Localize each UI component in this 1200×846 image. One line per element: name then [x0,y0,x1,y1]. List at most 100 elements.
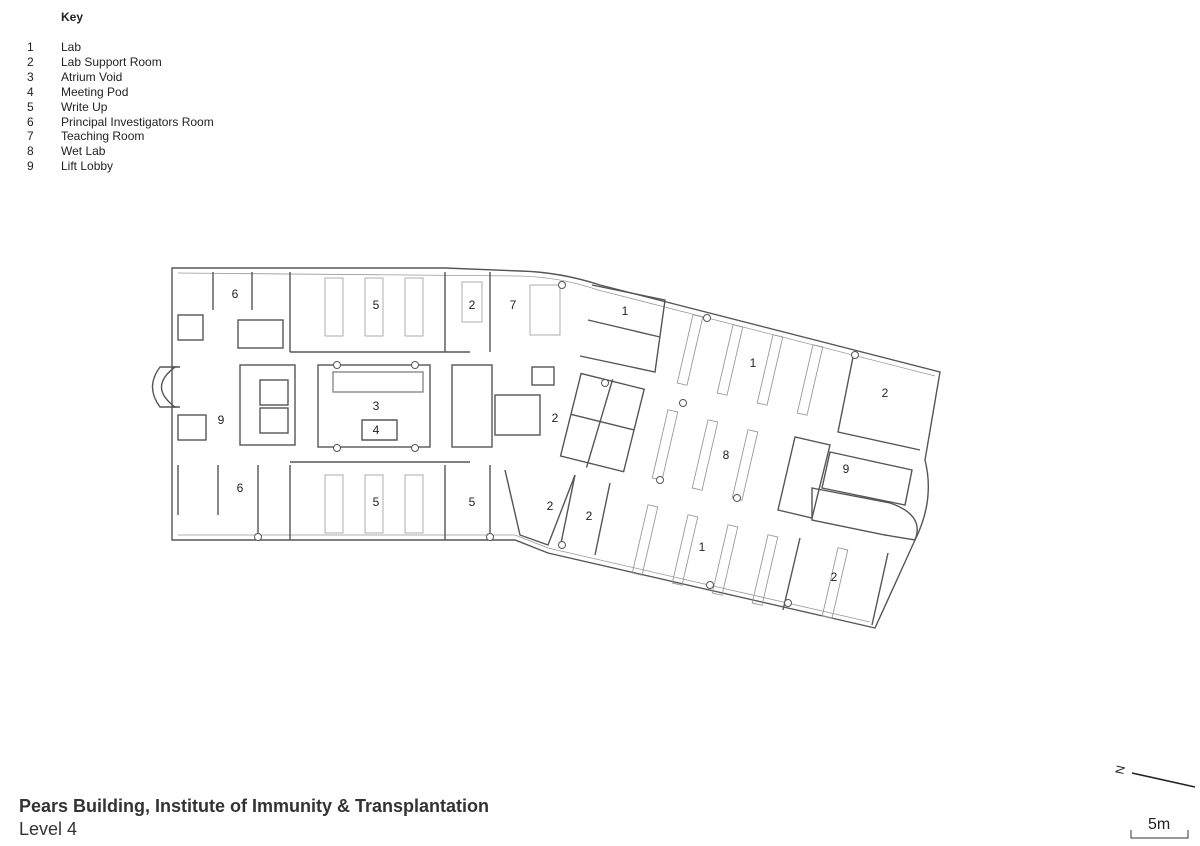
lift-lobby-east-core [821,451,913,506]
west-lobby-room [177,414,207,441]
key-label: Write Up [61,99,108,114]
office-cluster-divider [570,413,635,431]
north-arrow-line [1131,772,1196,788]
column [558,541,566,549]
room-label: 2 [552,411,559,425]
room-label: 1 [699,540,706,554]
desk-block [404,277,424,337]
column [784,599,792,607]
lab-support-room-se [504,469,576,546]
room-label: 3 [373,399,380,413]
key-title: Key [61,10,84,24]
key-number: 8 [27,144,34,159]
drawing-subtitle: Level 4 [19,819,78,839]
desk-block [364,277,384,337]
key-label: Principal Investigators Room [61,114,214,129]
teaching-desks [529,284,561,336]
desk-block [324,277,344,337]
central-core-room [531,366,555,386]
column [333,444,341,452]
key-label: Atrium Void [61,69,123,84]
room-label: 2 [882,386,889,400]
lab-bench [691,419,719,491]
lab-bench [711,524,739,596]
desk-block [364,474,384,534]
key-label: Lift Lobby [61,159,114,174]
lab-bench [651,409,679,481]
key-label: Lab Support Room [61,54,162,69]
room-label: 5 [373,495,380,509]
desk-block [324,474,344,534]
scale-bar-line [1130,830,1189,839]
key-number: 4 [27,84,34,99]
west-lift-2 [259,407,289,434]
west-lift-1 [259,379,289,406]
office-cluster-divider [585,379,614,468]
east-stair-tower [811,487,918,541]
lab-benches [631,314,849,619]
key-label: Wet Lab [61,144,106,159]
room-label: 8 [723,448,730,462]
lab-support-room-sse [782,537,801,611]
column [656,476,664,484]
column [333,361,341,369]
atrium-void [317,364,431,448]
room-label: 9 [218,413,225,427]
lab-bench [751,534,779,606]
column [706,581,714,589]
facade-line-north [177,272,936,377]
key-label: Meeting Pod [61,84,129,99]
column [703,314,711,322]
key-number: 6 [27,114,34,129]
room-label: 9 [843,462,850,476]
column [679,399,687,407]
pi-office-unit [177,314,204,341]
lab-bench [756,334,784,406]
lab-bench [731,429,759,501]
key-number: 9 [27,159,34,174]
column [558,281,566,289]
lab-bench [676,314,704,386]
plan-walls [151,267,941,629]
north-arrow: N [1112,764,1196,788]
key-number: 5 [27,99,34,114]
drawing-title: Pears Building, Institute of Immunity & … [19,796,490,816]
room-label: 1 [750,356,757,370]
partition [871,552,889,626]
meeting-table [461,281,483,323]
room-label: 6 [237,481,244,495]
room-label: 2 [469,298,476,312]
column [733,494,741,502]
room-label: 1 [622,304,629,318]
write-up-desks [324,277,561,534]
partition [594,482,611,556]
lab-bench [796,344,824,416]
room-label: 6 [232,287,239,301]
columns [254,281,859,607]
lab-support-room-e [837,356,921,451]
lab-bench [821,547,849,619]
north-arrow-label: N [1112,764,1127,775]
central-core [451,364,493,448]
column [601,379,609,387]
scale-bar-label: 5m [1148,816,1171,833]
room-label: 7 [510,298,517,312]
west-core [239,364,296,446]
key-row: 4 Meeting Pod [27,85,214,100]
room-label: 2 [586,509,593,523]
lab-bench [631,504,659,576]
key-row: 5 Write Up [27,100,214,115]
central-core-room [494,394,541,436]
pi-office-unit [237,319,284,349]
west-stair-tower [160,366,178,408]
partition [587,319,661,338]
building-outline [171,267,941,629]
meeting-pod [361,419,398,441]
column [486,533,494,541]
column [254,533,262,541]
room-label: 5 [469,495,476,509]
